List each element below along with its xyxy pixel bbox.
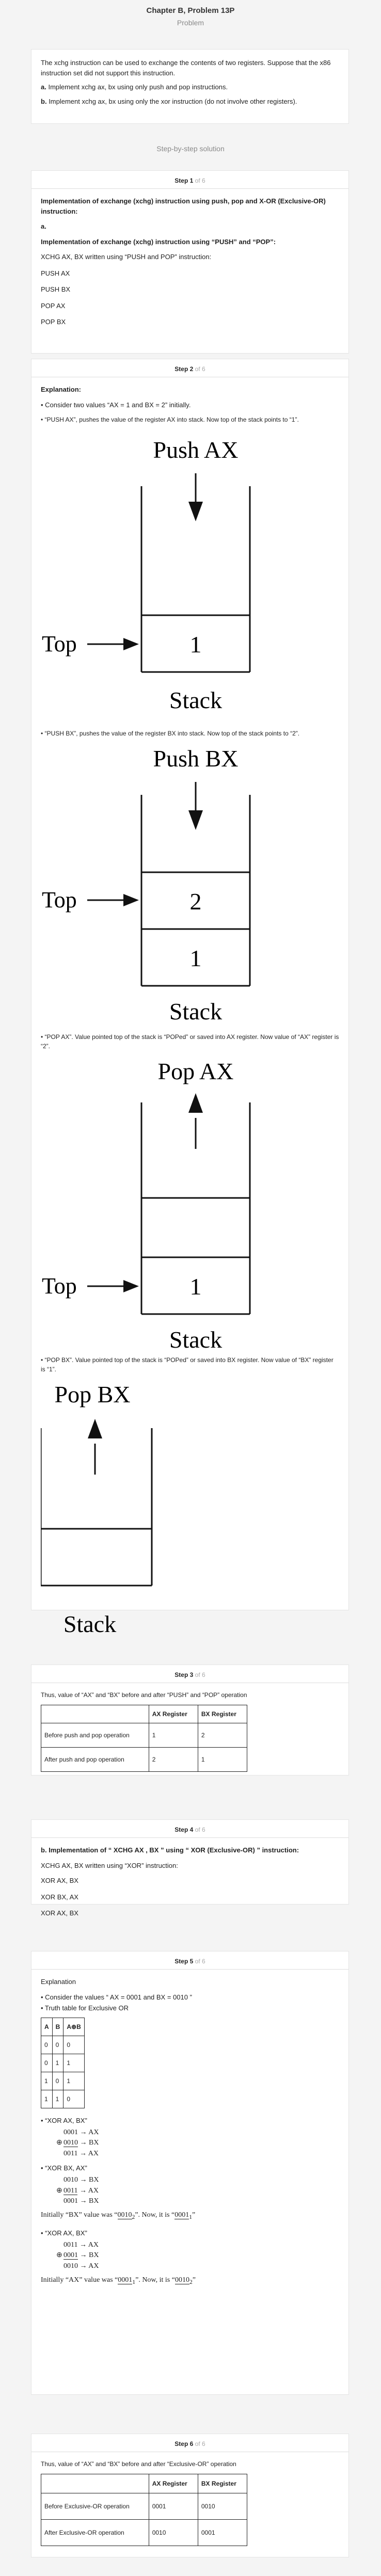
step-4-heading: b. Implementation of “ XCHG AX , BX ” us… [41, 1846, 299, 1854]
stack-cell-value: 2 [190, 888, 202, 915]
stack-caption: Stack [64, 1611, 116, 1637]
step-3-text: Thus, value of “AX” and “BX” before and … [41, 1691, 247, 1699]
step-3-header: Step 3 of 6 [174, 1671, 205, 1678]
xor-op-1: • “XOR AX, BX” [41, 2116, 87, 2124]
top-label: Top [42, 887, 77, 913]
column-header: BX Register [197, 2474, 248, 2493]
pop-bx-figure: Pop BX Stack [41, 1381, 153, 1637]
problem-part-a: a. Implement xchg ax, bx using only push… [41, 83, 228, 91]
step-6-text: Thus, value of “AX” and “BX” before and … [41, 2460, 236, 2468]
step-6-header: Step 6 of 6 [174, 2440, 205, 2447]
step-5-explanation: Explanation [41, 1978, 76, 1986]
step-1-heading: Implementation of exchange (xchg) instru… [41, 197, 326, 215]
code-line: XOR AX, BX [41, 1909, 78, 1917]
stack-cell-value: 1 [190, 1273, 202, 1300]
problem-part-b: b. Implement xchg ax, bx using only the … [41, 97, 297, 105]
step-4-written: XCHG AX, BX written using “XOR” instruct… [41, 1861, 178, 1869]
stack-cell-value: 1 [190, 945, 202, 971]
push-bx-figure: Push BX 2 1 Top Stack [42, 745, 251, 1025]
step-4-header: Step 4 of 6 [174, 1826, 205, 1833]
column-header: BX Register [197, 1705, 248, 1723]
step-1-card: Step 1 of 6 Implementation of exchange (… [31, 170, 349, 354]
step-2-card: Step 2 of 6 Explanation: • Consider two … [31, 359, 349, 1637]
column-header: AX Register [148, 1705, 198, 1723]
bx-change-note: Initially “BX” value was “00102”. Now, i… [41, 2211, 196, 2221]
step-4-card: Step 4 of 6 b. Implementation of “ XCHG … [31, 1819, 349, 1917]
step-5-card: Step 5 of 6 Explanation • Consider the v… [31, 1951, 349, 2395]
bullet: • “PUSH AX”, pushes the value of the reg… [41, 416, 299, 423]
stack-caption: Stack [169, 998, 222, 1025]
xor-calc-2: 0010 → BX ⊕0011 → AX 0001 → BX [56, 2176, 99, 2205]
stack-cell-value: 1 [190, 631, 202, 658]
step-1-subheading: Implementation of exchange (xchg) instru… [41, 237, 276, 246]
figure-title: Push AX [153, 437, 239, 463]
xor-calc-1: 0001 → AX ⊕0010 → BX 0011 → AX [56, 2129, 99, 2157]
code-line: POP AX [41, 301, 66, 310]
stack-caption: Stack [169, 687, 222, 713]
figure-title: Push BX [153, 745, 239, 772]
figure-title: Pop AX [158, 1058, 234, 1084]
step-2-header: Step 2 of 6 [174, 365, 205, 373]
column-header: AX Register [148, 2474, 198, 2493]
step-1-header: Step 1 of 6 [174, 177, 205, 184]
stack-caption: Stack [169, 1326, 222, 1353]
step-6-card: Step 6 of 6 Thus, value of “AX” and “BX”… [31, 2434, 349, 2557]
chapter-title: Chapter B, Problem 13P [146, 6, 235, 15]
truth-table-label: • Truth table for Exclusive OR [41, 2004, 129, 2012]
bullet: • Consider two values “AX = 1 and BX = 2… [41, 401, 191, 409]
xor-op-2: • “XOR BX, AX” [41, 2164, 87, 2172]
code-line: XOR AX, BX [41, 1877, 78, 1884]
bullet: • “POP AX”. Value pointed top of the sta… [41, 1033, 339, 1050]
code-line: POP BX [41, 318, 66, 326]
problem-card: The xchg instruction can be used to exch… [31, 49, 349, 124]
xor-calc-3: 0011 → AX ⊕0001 → BX 0010 → AX [56, 2241, 99, 2270]
bullet: • “POP BX”. Value pointed top of the sta… [41, 1356, 334, 1373]
bullet: • “PUSH BX”, pushes the value of the reg… [41, 730, 300, 737]
step-1-a: a. [41, 222, 46, 230]
xor-op-3: • “XOR AX, BX” [41, 2229, 87, 2237]
ax-change-note: Initially “AX” value was “00011”. Now, i… [41, 2276, 196, 2285]
top-label: Top [42, 631, 77, 657]
code-line: PUSH BX [41, 285, 71, 293]
step-1-written: XCHG AX, BX written using “PUSH and POP”… [41, 253, 212, 261]
figure-title: Pop BX [55, 1381, 131, 1407]
problem-intro: The xchg instruction can be used to exch… [41, 59, 331, 77]
push-ax-figure: Push AX 1 Top Stack [42, 437, 251, 713]
code-line: PUSH AX [41, 269, 70, 277]
solution-label: Step-by-step solution [156, 145, 225, 153]
step-3-card: Step 3 of 6 Thus, value of “AX” and “BX”… [31, 1665, 349, 1775]
step-2-explanation: Explanation: [41, 386, 82, 393]
pop-ax-figure: Pop AX 1 Top Stack [42, 1058, 251, 1353]
top-label: Top [42, 1273, 77, 1299]
problem-label: Problem [177, 19, 204, 27]
consider-values: • Consider the values “ AX = 0001 and BX… [41, 1993, 192, 2001]
code-line: XOR BX, AX [41, 1893, 78, 1901]
step-5-header: Step 5 of 6 [174, 1958, 205, 1965]
